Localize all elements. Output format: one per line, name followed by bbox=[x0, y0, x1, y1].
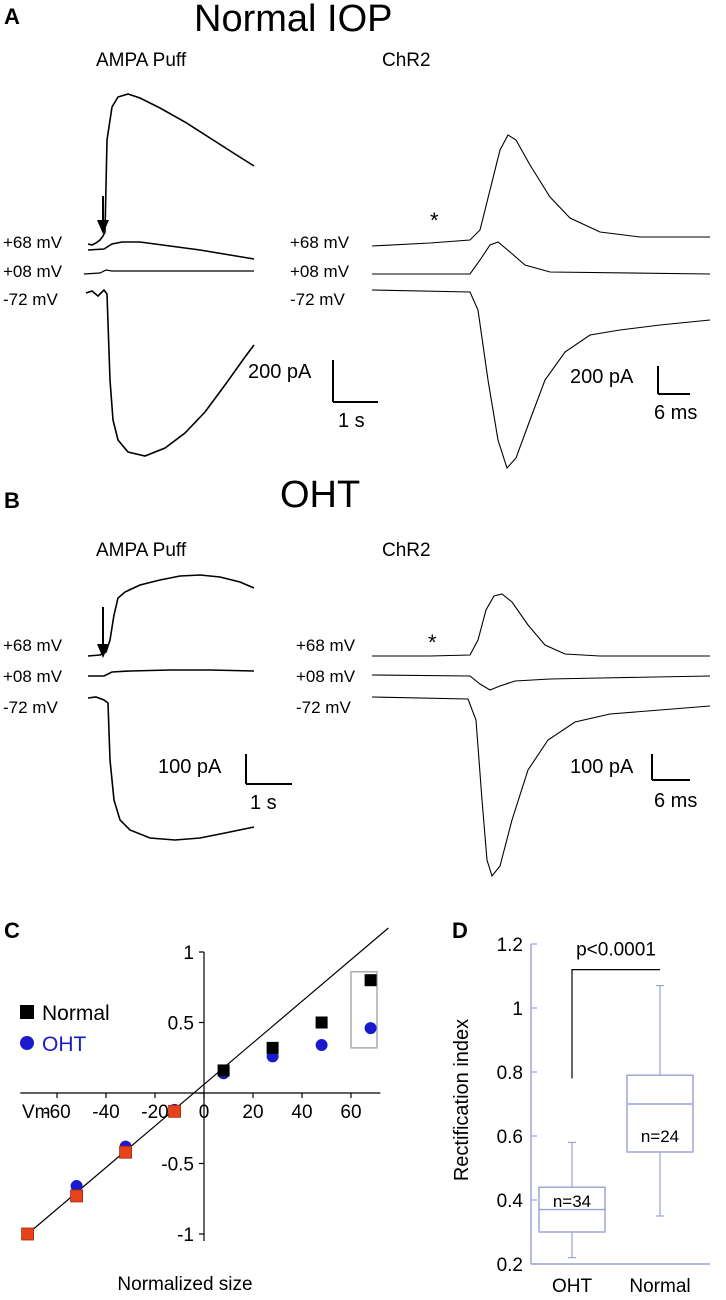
panel-a-left-voltage-68: +68 mV bbox=[3, 233, 63, 252]
panel-b-ampa-trace-72 bbox=[87, 696, 255, 841]
panel-b-chr2-trace-68 bbox=[372, 593, 710, 657]
panel-d-y-label: Rectification index bbox=[451, 1019, 473, 1181]
panel-b-traces bbox=[87, 574, 711, 878]
panel-c-legend-normal-label: Normal bbox=[42, 1002, 110, 1025]
panel-d-n-label: n=34 bbox=[553, 1192, 591, 1211]
panel-c-x-tick-label: 60 bbox=[340, 1102, 361, 1123]
panel-a-title: Normal IOP bbox=[194, 0, 393, 40]
panel-c-y-tick-label: -1 bbox=[177, 1225, 194, 1246]
panel-c-x-label: Vm bbox=[22, 1102, 51, 1123]
panel-b-right-voltage-08: +08 mV bbox=[296, 667, 356, 686]
panel-c-y-tick-label: -0.5 bbox=[161, 1155, 194, 1176]
panel-b-chr2-trace-08 bbox=[371, 674, 711, 691]
panel-c-normal-point bbox=[168, 1104, 182, 1118]
panel-d-y-tick-label: 1 bbox=[512, 999, 523, 1020]
panel-b-right-title: ChR2 bbox=[382, 540, 431, 561]
panel-c-x-tick-label: 40 bbox=[291, 1102, 312, 1123]
panel-a-ampa-trace-00 bbox=[83, 269, 254, 275]
panel-a-right-voltage-68: +68 mV bbox=[290, 233, 350, 252]
panel-b-right-scale-y: 100 pA bbox=[570, 756, 634, 778]
panel-c-normal-point bbox=[315, 1016, 328, 1029]
panel-c-legend-normal-marker bbox=[20, 1005, 34, 1019]
panel-b-right-voltage-68: +68 mV bbox=[296, 636, 356, 655]
panel-a-right-title: ChR2 bbox=[382, 50, 431, 71]
panel-a-right-voltage-72: -72 mV bbox=[290, 290, 345, 309]
panel-a-left-scale-y: 200 pA bbox=[248, 361, 312, 383]
panel-a-ampa-trace-08 bbox=[87, 241, 255, 260]
panel-b-right-voltage-72: -72 mV bbox=[296, 698, 351, 717]
panel-a-letter: A bbox=[4, 4, 20, 29]
panel-b-letter: B bbox=[4, 488, 20, 513]
panel-c-letter: C bbox=[4, 918, 20, 943]
panel-a-chr2-trace-08 bbox=[372, 241, 711, 275]
panel-c-x-tick-label: -20 bbox=[141, 1102, 168, 1123]
panel-c-oht-point bbox=[364, 1022, 377, 1035]
panel-b-left-scale-y: 100 pA bbox=[158, 756, 222, 778]
panel-b-title: OHT bbox=[280, 474, 361, 516]
panel-b-left-voltage-68: +68 mV bbox=[3, 636, 63, 655]
panel-d-x-tick-label: Normal bbox=[629, 1276, 690, 1297]
panel-b-right-scale-x: 6 ms bbox=[654, 790, 698, 812]
panel-a-traces bbox=[83, 93, 711, 470]
panel-b-left-scale-x: 1 s bbox=[250, 792, 277, 814]
panel-a-left-voltage-08: +08 mV bbox=[3, 262, 63, 281]
panel-c-y-tick-label: 0.5 bbox=[168, 1014, 194, 1035]
panel-c-x-tick-label: -40 bbox=[92, 1102, 119, 1123]
panel-d-y-tick-label: 0.2 bbox=[497, 1255, 523, 1276]
panel-c-normal-point bbox=[119, 1145, 132, 1159]
panel-b-left-title: AMPA Puff bbox=[96, 540, 187, 561]
panel-d-n-label: n=24 bbox=[641, 1127, 679, 1146]
panel-c-legend-oht-label: OHT bbox=[42, 1033, 87, 1056]
panel-a-right-scale-y: 200 pA bbox=[570, 366, 634, 388]
panel-c-x-tick-label: 20 bbox=[242, 1102, 263, 1123]
panel-a-chr2-trace-68 bbox=[371, 134, 710, 247]
panel-c-unity-line bbox=[27, 927, 389, 1235]
panel-a-left-voltage-72: -72 mV bbox=[3, 290, 58, 309]
panel-d-y-tick-label: 0.6 bbox=[497, 1127, 523, 1148]
panel-d-y-tick-label: 0.4 bbox=[497, 1191, 524, 1212]
panel-c-normal-point bbox=[266, 1041, 279, 1054]
panel-c-y-label: Normalized size bbox=[117, 1274, 252, 1295]
panel-c-oht-point bbox=[315, 1039, 328, 1052]
panel-c-normal-point bbox=[217, 1064, 230, 1077]
panel-a-ampa-trace-68 bbox=[87, 93, 255, 246]
panel-d-letter: D bbox=[452, 918, 468, 943]
panel-c-x-tick-label: -60 bbox=[43, 1102, 70, 1123]
panel-c-x-tick-label: 0 bbox=[199, 1102, 210, 1123]
panel-d-y-tick-label: 0.8 bbox=[497, 1063, 523, 1084]
panel-c-legend-oht-marker bbox=[20, 1036, 34, 1050]
panel-d-x-tick-label: OHT bbox=[552, 1276, 593, 1297]
panel-b-left-voltage-72: -72 mV bbox=[3, 698, 58, 717]
panel-d-significance-bracket bbox=[571, 969, 660, 1079]
panel-b-left-voltage-08: +08 mV bbox=[3, 667, 63, 686]
panel-c-normal-point bbox=[70, 1189, 83, 1203]
panel-b-ampa-trace-08 bbox=[88, 669, 255, 677]
panel-b-ampa-trace-68 bbox=[87, 574, 255, 657]
panel-a-asterisk: * bbox=[430, 208, 439, 233]
panel-d-significance-label: p<0.0001 bbox=[576, 940, 656, 961]
panel-a-ampa-trace-72 bbox=[85, 288, 255, 457]
panel-a-right-voltage-08: +08 mV bbox=[290, 262, 350, 281]
panel-c-oht-point bbox=[70, 1180, 83, 1193]
panel-c-normal-point bbox=[21, 1227, 35, 1241]
panel-a-right-scale-x: 6 ms bbox=[654, 402, 698, 424]
panel-a-chr2-trace-72 bbox=[371, 289, 711, 470]
panel-c-highlight-box bbox=[350, 970, 378, 1049]
panel-a-left-title: AMPA Puff bbox=[96, 50, 187, 71]
panel-d-y-tick-label: 1.2 bbox=[497, 935, 523, 956]
panel-c-y-tick-label: 1 bbox=[183, 943, 194, 964]
panel-b-asterisk: * bbox=[428, 630, 437, 655]
panel-a-left-scale-x: 1 s bbox=[338, 410, 365, 432]
panel-b-chr2-trace-72 bbox=[371, 696, 711, 878]
panel-d-box bbox=[626, 1074, 694, 1153]
